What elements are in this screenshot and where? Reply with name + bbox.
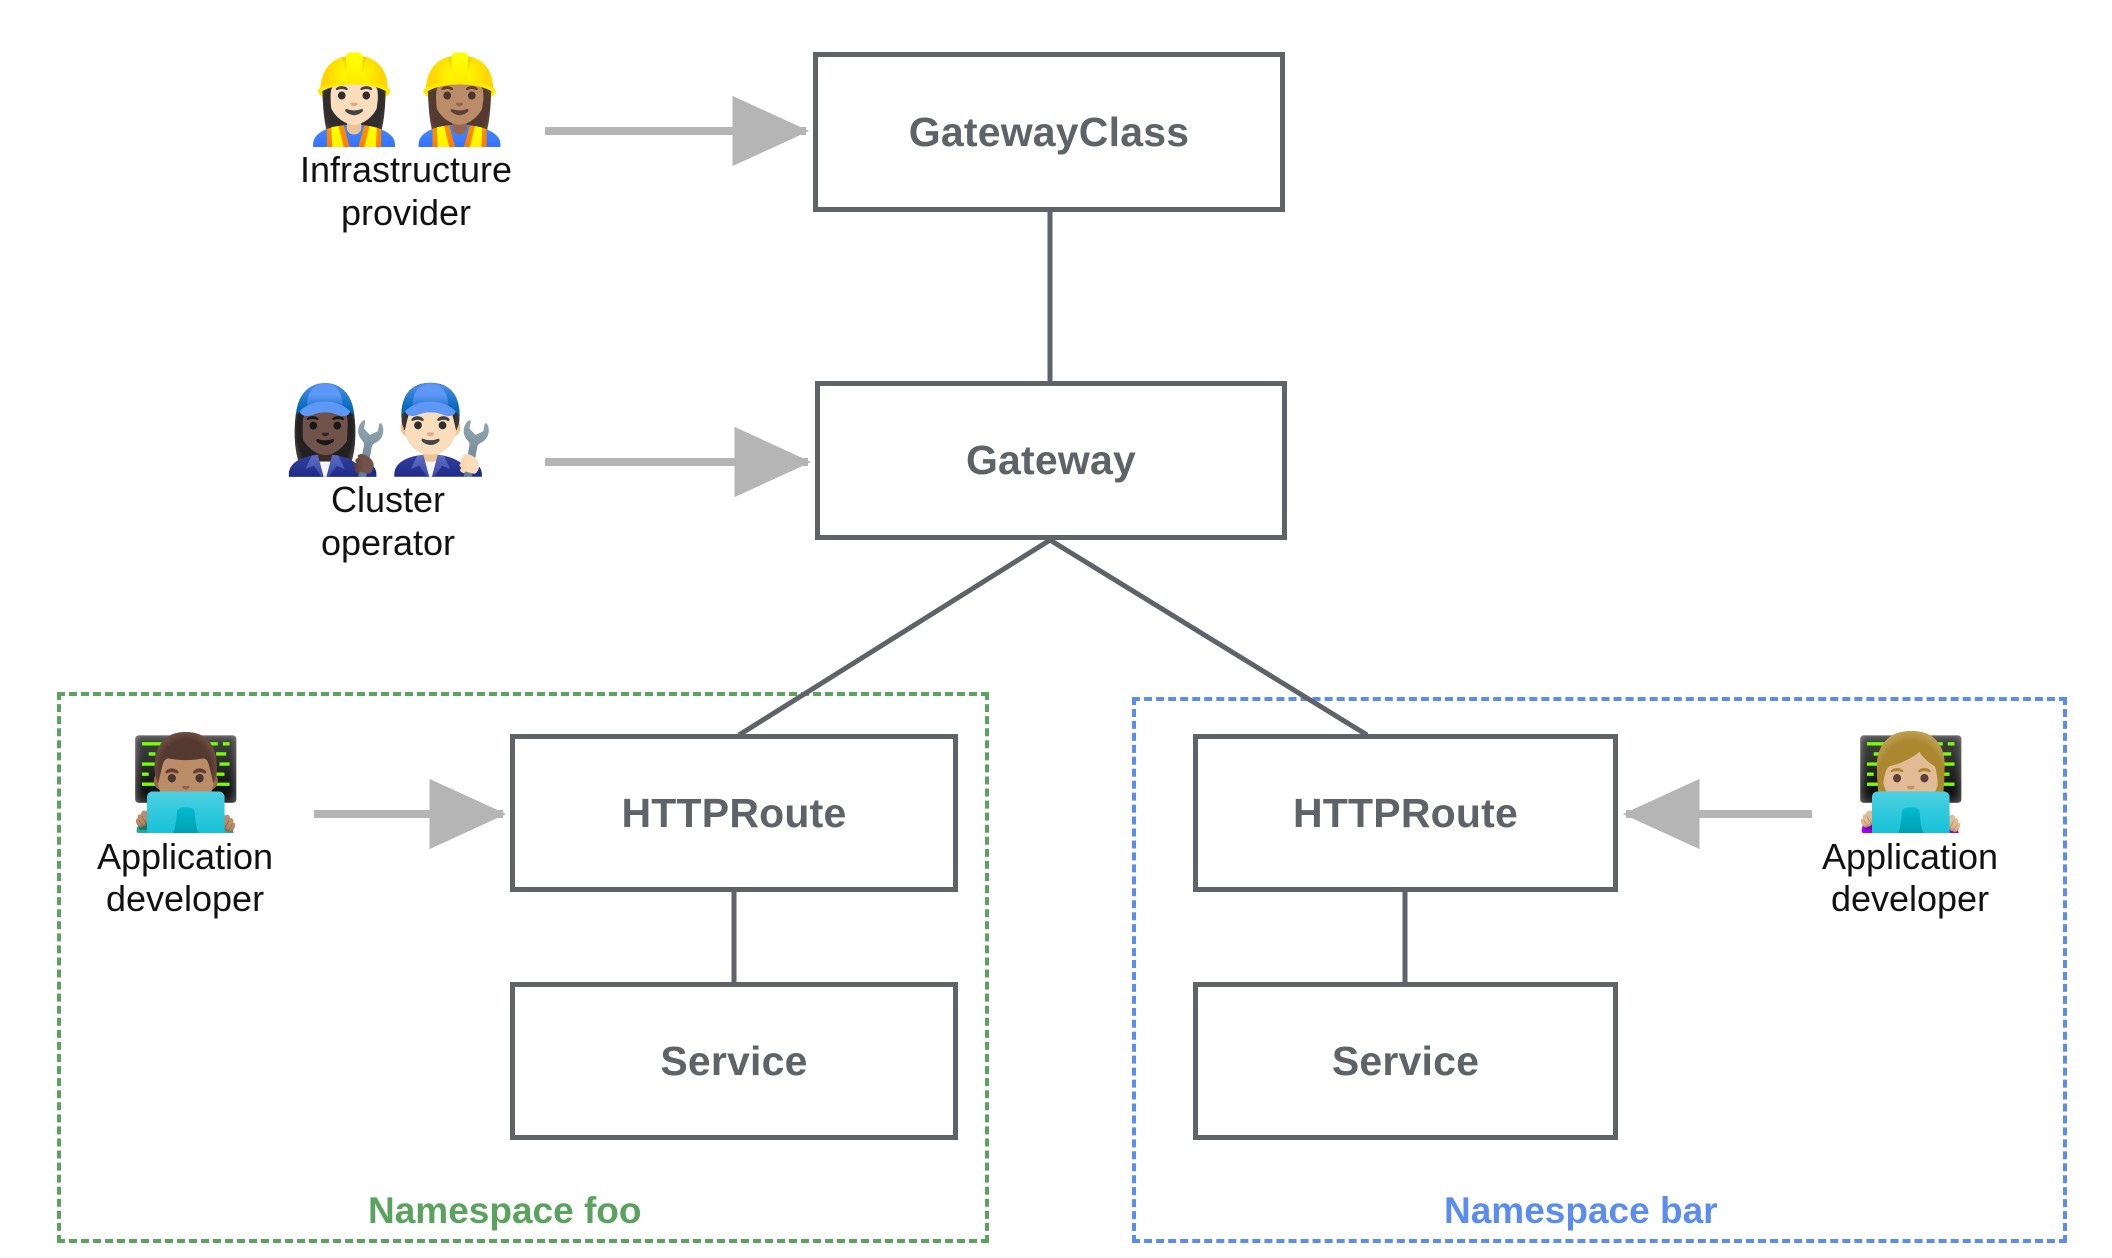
persona-cluster-operator: 👩🏿‍🔧👨🏻‍🔧 Cluster operator xyxy=(258,385,518,564)
gateway-box[interactable]: Gateway xyxy=(815,381,1287,540)
persona-infrastructure-provider-label: Infrastructure provider xyxy=(299,149,513,233)
service-bar-label: Service xyxy=(1331,1037,1480,1084)
man-technologist-icon: 👨🏽‍💻 xyxy=(128,732,244,834)
service-foo-label: Service xyxy=(660,1037,808,1084)
httproute-foo-label: HTTPRoute xyxy=(621,789,847,836)
namespace-bar-label: Namespace bar xyxy=(1444,1190,1718,1231)
httproute-bar-box[interactable]: HTTPRoute xyxy=(1193,734,1618,892)
persona-app-developer-foo-label: Application developer xyxy=(96,835,274,920)
gateway-label: Gateway xyxy=(965,437,1137,483)
namespace-foo-label: Namespace foo xyxy=(368,1190,642,1231)
persona-cluster-operator-label: Cluster operator xyxy=(320,479,456,563)
service-bar-box[interactable]: Service xyxy=(1193,982,1618,1140)
gatewayclass-label: GatewayClass xyxy=(908,108,1190,155)
persona-app-developer-bar: 👩🏼‍💻 Application developer xyxy=(1815,735,2005,921)
namespace-bar-boundary xyxy=(1132,697,2067,1243)
woman-technologist-icon: 👩🏼‍💻 xyxy=(1853,732,1969,834)
gatewayclass-box[interactable]: GatewayClass xyxy=(813,52,1285,212)
persona-infrastructure-provider: 👷🏻‍♀️👷🏽‍♀️ Infrastructure provider xyxy=(276,55,536,234)
service-foo-box[interactable]: Service xyxy=(510,982,958,1140)
mechanic-icon: 👩🏿‍🔧👨🏻‍🔧 xyxy=(282,382,495,478)
persona-app-developer-foo: 👨🏽‍💻 Application developer xyxy=(90,735,280,921)
httproute-bar-label: HTTPRoute xyxy=(1293,789,1518,836)
httproute-foo-box[interactable]: HTTPRoute xyxy=(510,734,958,892)
woman-construction-worker-icon: 👷🏻‍♀️👷🏽‍♀️ xyxy=(300,52,513,148)
persona-app-developer-bar-label: Application developer xyxy=(1821,835,1999,920)
namespace-foo-boundary xyxy=(57,692,989,1243)
